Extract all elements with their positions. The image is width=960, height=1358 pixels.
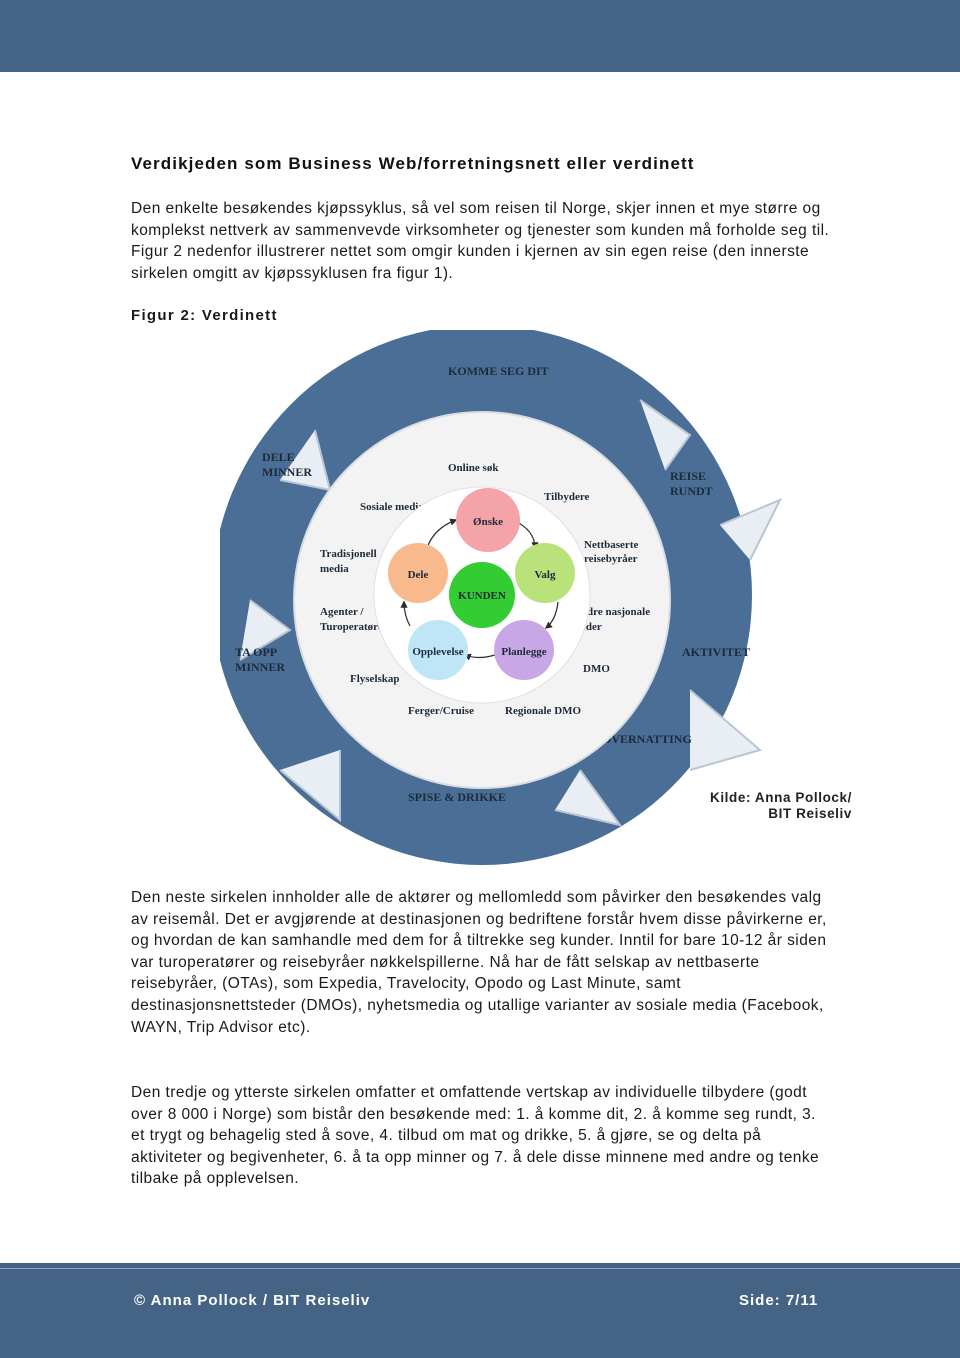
label-online-sok: Online søk	[448, 462, 499, 474]
label-media: media	[320, 563, 349, 575]
body-paragraph-2: Den neste sirkelen innholder alle de akt…	[131, 889, 827, 1036]
value-network-diagram: KOMME SEG DIT REISE RUNDT AKTIVITET OVER…	[212, 325, 860, 870]
bubble-planlegge	[494, 620, 554, 680]
label-ferger-cruise: Ferger/Cruise	[408, 705, 474, 717]
outer-divider-right	[719, 498, 783, 561]
label-agenter: Agenter /	[320, 606, 364, 618]
body-paragraph-3: Den tredje og ytterste sirkelen omfatter…	[131, 1084, 820, 1188]
label-sosiale-media: Sosiale media	[360, 501, 424, 513]
label-spise-drikke: SPISE & DRIKKE	[408, 790, 506, 804]
outer-divider-top-right	[639, 399, 692, 471]
footer-copyright: © Anna Pollock / BIT Reiseliv	[134, 1292, 371, 1309]
footer-bar	[0, 1263, 960, 1358]
label-reise: REISE	[670, 469, 706, 483]
label-minner-2: MINNER	[262, 465, 312, 479]
label-reisebyraer: reisebyråer	[584, 553, 638, 565]
figure-source: Kilde: Anna Pollock/ BIT Reiseliv	[690, 790, 852, 822]
text-valg: Valg	[535, 569, 556, 581]
label-turoperatore: Turoperatøre	[320, 621, 383, 633]
text-dele: Dele	[408, 569, 429, 581]
bubble-valg	[515, 543, 575, 603]
source-line-2: BIT Reiseliv	[768, 806, 852, 821]
label-tilbydere: Tilbydere	[544, 491, 590, 503]
source-line-1: Kilde: Anna Pollock/	[709, 790, 852, 805]
label-minner-1: MINNER	[235, 660, 285, 674]
text-planlegge: Planlegge	[501, 646, 546, 658]
footer-rule	[0, 1268, 960, 1353]
label-ta-opp: TA OPP	[235, 645, 277, 659]
bubble-onske	[456, 488, 520, 552]
outer-divider-bottom	[554, 769, 623, 827]
outer-divider-bottom-right	[689, 689, 763, 771]
label-regionale-dmo: Regionale DMO	[505, 705, 582, 717]
label-flyselskap: Flyselskap	[350, 673, 400, 685]
outer-divider-bottom-left	[279, 750, 341, 823]
figure-caption: Figur 2: Verdinett	[131, 307, 278, 324]
label-dele: DELE	[262, 450, 295, 464]
section-heading: Verdikjeden som Business Web/forretnings…	[131, 154, 695, 173]
label-andre-nasjonale: Andre nasjonale	[573, 606, 650, 618]
bubble-dele	[388, 543, 448, 603]
label-dmo: DMO	[583, 663, 610, 675]
label-rundt: RUNDT	[670, 484, 713, 498]
bubble-kunden	[449, 562, 515, 628]
label-aktivitet: AKTIVITET	[682, 645, 750, 659]
intro-paragraph: Den enkelte besøkendes kjøpssyklus, så v…	[131, 200, 830, 282]
text-opplevelse: Opplevelse	[412, 646, 463, 658]
outer-divider-left	[239, 599, 292, 661]
bubble-opplevelse	[408, 620, 468, 680]
header-bar	[0, 0, 960, 72]
label-overnatting: OVERNATTING	[602, 732, 692, 746]
label-nettbaserte: Nettbaserte	[584, 539, 638, 551]
label-tradisjonell: Tradisjonell	[320, 548, 377, 560]
footer-page-number: Side: 7/11	[739, 1292, 819, 1309]
text-onske: Ønske	[473, 516, 503, 528]
text-kunden: KUNDEN	[458, 590, 506, 602]
label-komme-seg-dit: KOMME SEG DIT	[448, 364, 549, 378]
